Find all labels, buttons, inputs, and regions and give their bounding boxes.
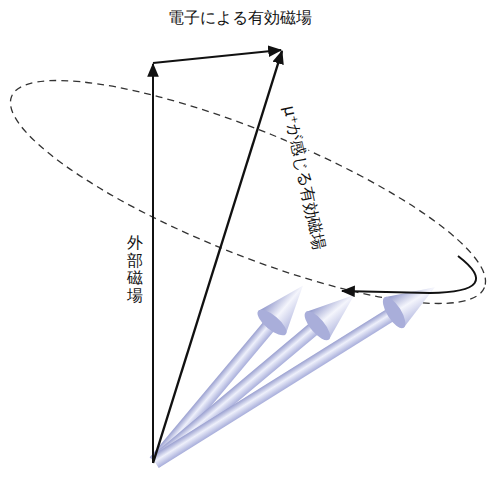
electron-field-vector <box>153 50 281 63</box>
field-label: 電子による有効磁場 <box>166 8 314 27</box>
precession-orbit <box>0 39 493 345</box>
field-label: μ⁺が感じる有効磁場 <box>279 102 329 253</box>
effective-field-vector <box>153 51 282 463</box>
spin-arrows <box>141 272 444 477</box>
field-label: 外部磁場 <box>127 232 143 306</box>
precession-arrow <box>342 256 476 293</box>
external-field-vector <box>152 64 154 463</box>
